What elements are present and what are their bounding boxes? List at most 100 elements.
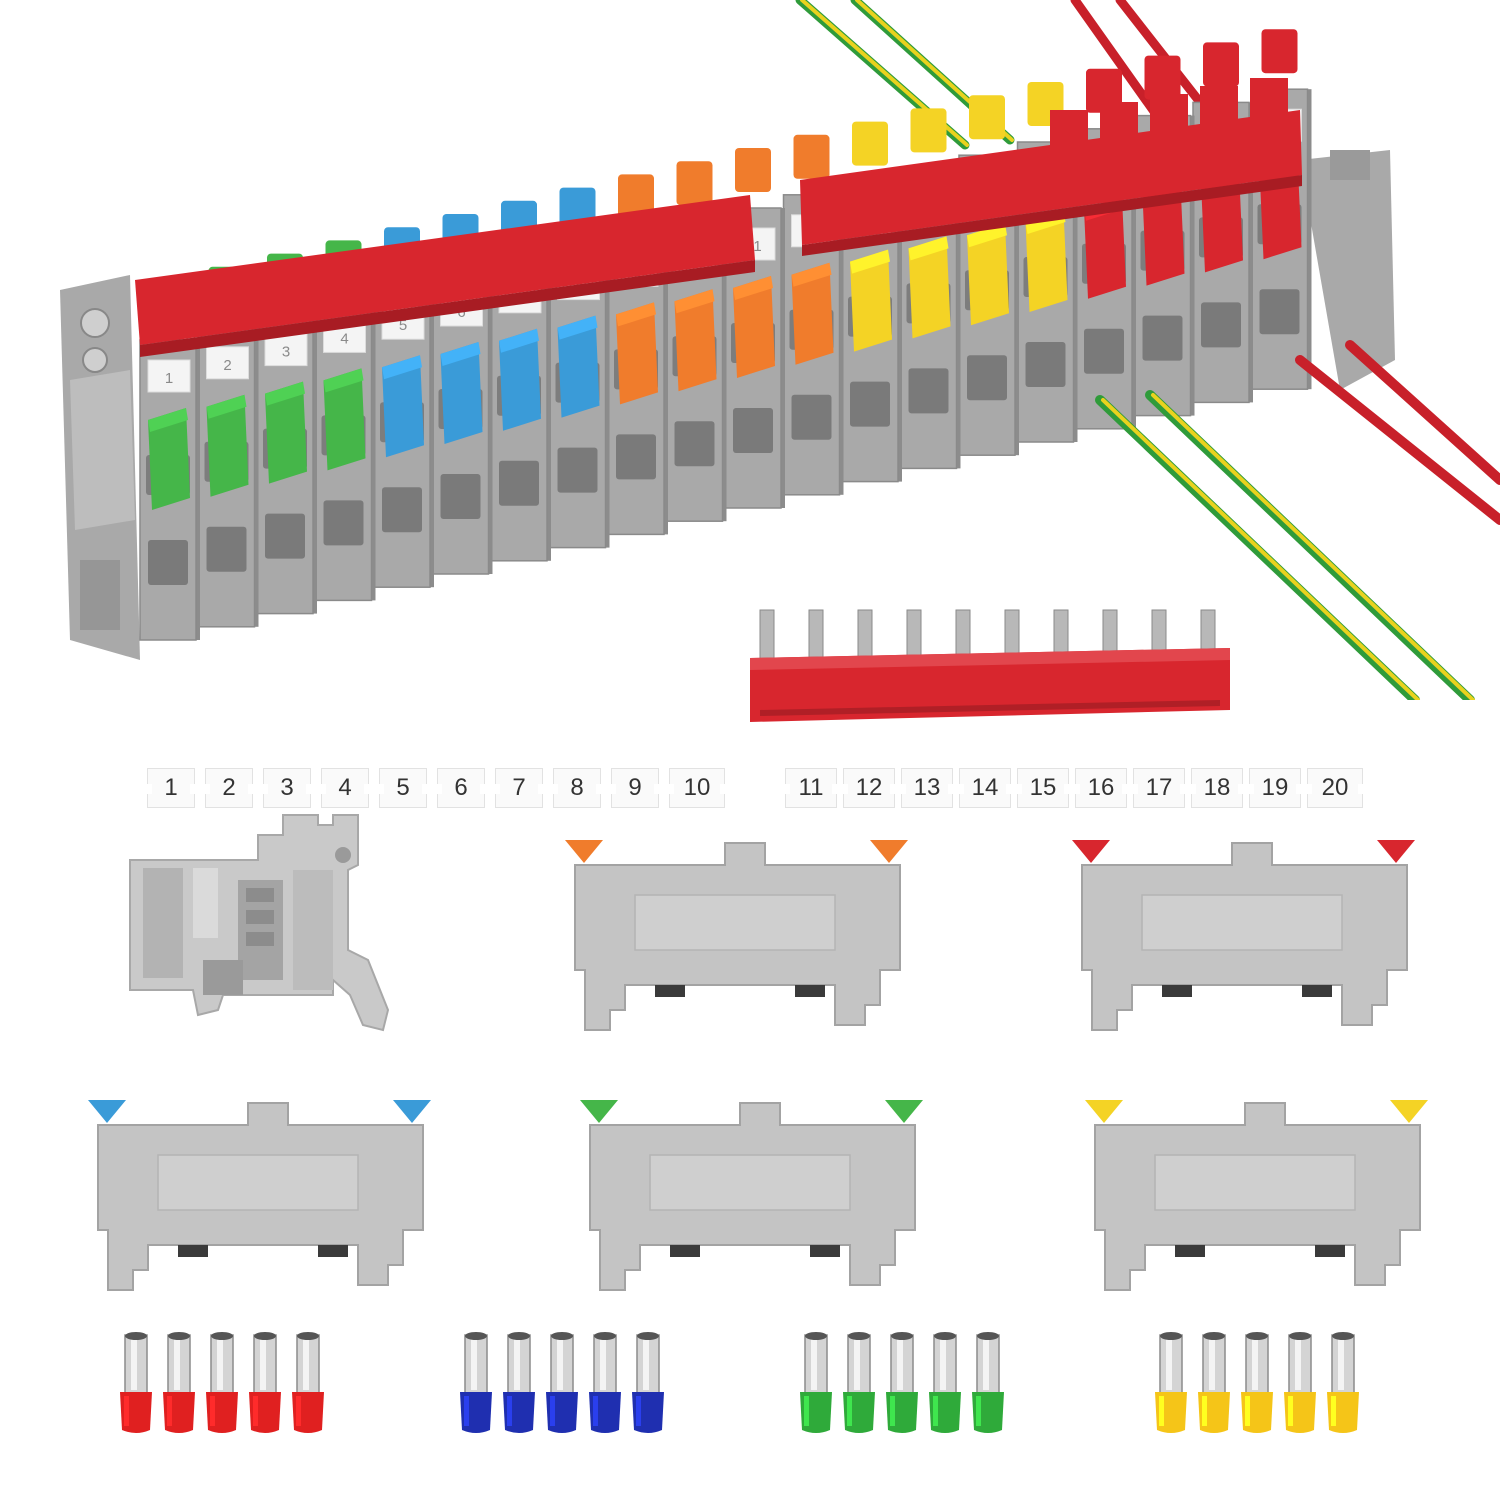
marker-tag: 6 <box>437 768 485 808</box>
wire-entry <box>1025 342 1066 387</box>
wire <box>1145 390 1475 700</box>
lever-top <box>1144 55 1181 100</box>
marker-tag: 13 <box>901 768 953 808</box>
ferrule-group-blue <box>450 1330 670 1440</box>
wire-entry <box>440 474 481 519</box>
color-marker-left <box>580 1100 618 1123</box>
bridge-tooth <box>1050 110 1088 152</box>
ferrule-group-green <box>790 1330 1010 1440</box>
lever-front <box>1025 210 1068 312</box>
wire-entry <box>850 381 890 427</box>
wire-entry <box>148 540 188 585</box>
lever-top <box>618 174 654 219</box>
marker-tag: 4 <box>321 768 369 808</box>
lever-front <box>616 302 658 405</box>
ferrule <box>546 1332 578 1433</box>
lever-front <box>1084 196 1126 299</box>
terminal-module: 15 <box>958 95 1019 456</box>
color-marker-left <box>1085 1100 1123 1123</box>
color-marker-left <box>88 1100 126 1123</box>
wire-entry <box>908 368 949 414</box>
lever-front <box>499 328 541 431</box>
lever-front <box>967 223 1009 326</box>
module-number: 5 <box>399 317 407 334</box>
lever-top <box>1261 29 1298 74</box>
marker-number: 5 <box>396 774 410 801</box>
lever-top <box>1203 42 1239 87</box>
marker-tag: 16 <box>1075 768 1127 808</box>
marker-number: 14 <box>971 774 999 801</box>
wire-entry <box>206 526 247 572</box>
red-jumper-bridge-left <box>135 195 755 357</box>
wire-entry <box>265 513 305 559</box>
lever-front <box>206 394 249 497</box>
ferrule-group-red <box>110 1330 330 1440</box>
color-marker-left <box>1072 840 1110 863</box>
lever-front <box>733 276 775 378</box>
marker-number: 3 <box>280 774 294 801</box>
wire-entry <box>791 394 832 440</box>
terminal-module: 3 <box>256 253 317 615</box>
jumper-pin <box>759 609 775 663</box>
marker-number: 1 <box>164 774 178 801</box>
ferrule <box>163 1332 195 1433</box>
marker-tag: 15 <box>1017 768 1069 808</box>
wire-entry <box>499 460 539 506</box>
module-number: 4 <box>340 330 348 347</box>
terminal-block-assembly: 2019181716151413121110987654321 <box>0 0 1500 700</box>
ferrule <box>929 1332 961 1433</box>
color-marker-right <box>885 1100 923 1123</box>
ferrule <box>1155 1332 1187 1433</box>
terminal-module: 4 <box>314 240 376 602</box>
end-plate-yellow <box>1085 1095 1430 1295</box>
ferrule <box>1327 1332 1359 1433</box>
lever-top <box>1086 68 1122 113</box>
bridge-tooth <box>1100 102 1138 144</box>
lever-top <box>910 108 947 153</box>
wire-entry <box>674 421 715 467</box>
lever-front <box>148 408 190 510</box>
marker-strip-1-10: 1 2 3 4 5 6 7 8 9 10 <box>147 764 727 812</box>
left-end-stop <box>60 275 140 660</box>
marker-tag: 19 <box>1249 768 1301 808</box>
marker-label <box>147 359 191 393</box>
marker-number: 9 <box>628 774 642 801</box>
lever-top <box>969 95 1005 140</box>
wire-entry <box>1084 328 1124 374</box>
right-end-stop <box>1300 150 1395 390</box>
lever-front <box>850 249 892 352</box>
ferrule <box>292 1332 324 1433</box>
ferrule <box>972 1332 1004 1433</box>
ferrule <box>249 1332 281 1433</box>
ferrule <box>120 1332 152 1433</box>
ferrule <box>800 1332 832 1433</box>
ferrule <box>843 1332 875 1433</box>
jumper-pin <box>906 609 922 663</box>
marker-number: 15 <box>1029 774 1057 801</box>
wire-entry <box>733 408 773 453</box>
lever-top <box>735 148 771 192</box>
marker-number: 6 <box>454 774 468 801</box>
din-rail-end-bracket <box>118 810 398 1040</box>
bridge-tooth <box>1250 78 1288 120</box>
wire-entry <box>1201 302 1241 348</box>
end-plate-green <box>580 1095 925 1295</box>
bridge-tooth <box>1150 94 1188 136</box>
marker-tag: 12 <box>843 768 895 808</box>
lever-front <box>674 289 717 392</box>
marker-number: 10 <box>683 774 711 801</box>
marker-number: 20 <box>1321 774 1349 801</box>
color-marker-right <box>393 1100 431 1123</box>
ferrule <box>206 1332 238 1433</box>
marker-number: 13 <box>913 774 941 801</box>
module-number: 3 <box>282 344 290 361</box>
jumper-pin <box>808 609 824 663</box>
wire <box>1070 0 1165 125</box>
lever-front <box>1142 183 1185 286</box>
marker-tag: 10 <box>669 768 725 808</box>
ferrule <box>589 1332 621 1433</box>
lever-front <box>440 342 483 444</box>
module-number: 2 <box>223 357 231 374</box>
marker-number: 18 <box>1203 774 1231 801</box>
ferrule <box>886 1332 918 1433</box>
